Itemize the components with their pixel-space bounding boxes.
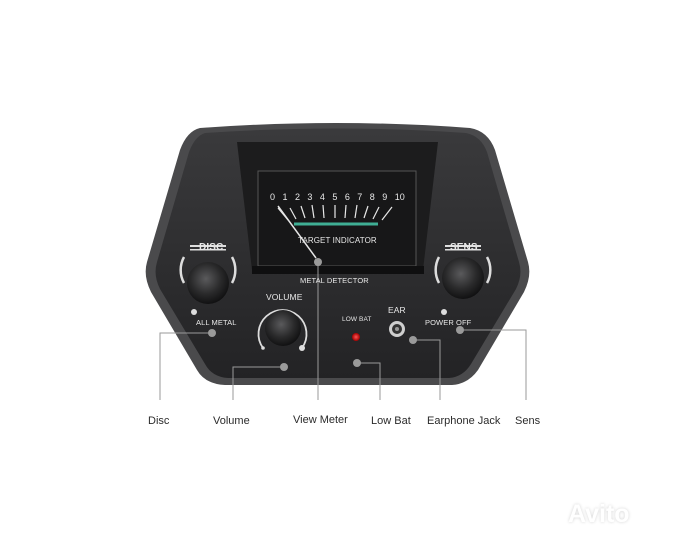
callout-view-meter: View Meter: [293, 414, 348, 426]
all-metal-label: ALL METAL: [196, 318, 237, 327]
disc-label: DISC: [199, 242, 224, 253]
volume-label: VOLUME: [266, 292, 303, 302]
power-off-label: POWER OFF: [425, 318, 472, 327]
scale-10: 10: [394, 192, 405, 202]
sens-label: SENS: [450, 242, 478, 253]
callout-disc: Disc: [148, 415, 170, 427]
callout-sens: Sens: [515, 415, 541, 427]
scale-6: 6: [344, 192, 350, 202]
low-bat-led: [352, 333, 360, 341]
callout-dots: [208, 258, 464, 371]
low-bat-label: LOW BAT: [342, 316, 372, 323]
meter-scale-numbers: 0 1 2 3 4 5 6 7 8 9 10: [270, 192, 405, 202]
callout-low-bat: Low Bat: [371, 415, 411, 427]
ear-label: EAR: [388, 305, 406, 315]
scale-4: 4: [319, 192, 325, 202]
scale-7: 7: [357, 192, 363, 202]
scale-9: 9: [382, 192, 388, 202]
scale-2: 2: [294, 192, 301, 202]
earphone-jack[interactable]: [389, 321, 405, 337]
meter-needle: [277, 205, 317, 259]
callout-volume: Volume: [213, 415, 250, 427]
scale-8: 8: [369, 192, 375, 202]
sens-knob[interactable]: [434, 245, 492, 315]
scale-5: 5: [332, 192, 338, 202]
metal-detector-brand: METAL DETECTOR: [300, 276, 369, 285]
scale-3: 3: [307, 192, 313, 202]
scale-1: 1: [282, 192, 288, 202]
callout-lines: [159, 262, 527, 400]
avito-watermark: Avito: [568, 500, 630, 528]
target-indicator-label: TARGET INDICATOR: [298, 236, 377, 245]
scale-0: 0: [270, 192, 276, 202]
callout-earphone-jack: Earphone Jack: [427, 415, 501, 427]
meter-face: [257, 170, 417, 267]
disc-knob[interactable]: [179, 245, 237, 315]
volume-knob[interactable]: [257, 309, 308, 351]
